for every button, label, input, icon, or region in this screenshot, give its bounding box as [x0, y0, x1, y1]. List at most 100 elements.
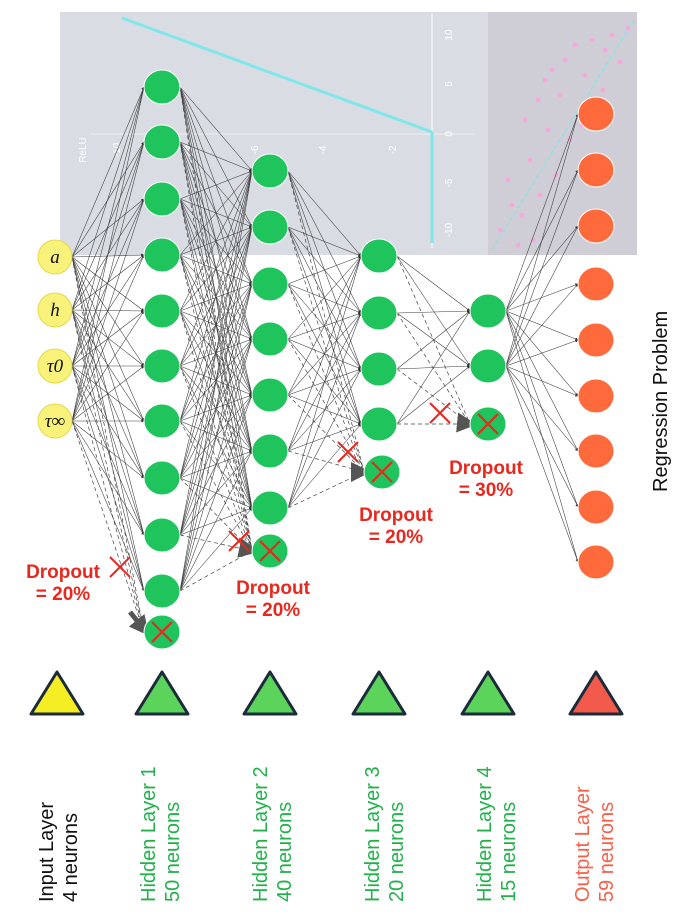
dropout-x-mark: [109, 556, 131, 578]
connection-edge: [287, 255, 362, 452]
regression-fit-line: [491, 19, 635, 251]
layer-label-hidden-2: Hidden Layer 2 40 neurons: [249, 766, 297, 902]
input-neuron: [37, 348, 73, 384]
dropout-edge: [396, 255, 471, 425]
connection-edge: [505, 365, 579, 508]
scatter-point: [545, 127, 551, 133]
connection-edge: [287, 255, 362, 340]
regression-problem-label: Regression Problem: [650, 310, 672, 492]
dropout-label-3-title: Dropout: [359, 505, 433, 526]
dropout-label-2: Dropout = 20%: [218, 578, 328, 622]
dropout-edge: [71, 365, 145, 633]
layer-label-hidden-1-name: Hidden Layer 1: [138, 766, 160, 902]
connection-edge: [179, 170, 253, 256]
dropout-edge: [71, 309, 145, 633]
scatter-point: [535, 97, 541, 103]
input-neuron-label: τ∞: [45, 411, 65, 432]
plot-x-tick: -2: [388, 145, 399, 154]
connection-edge: [287, 255, 362, 396]
scatter-point: [505, 177, 511, 183]
layer-label-hidden-4-name: Hidden Layer 4: [474, 766, 496, 902]
scatter-point: [553, 172, 559, 178]
plot-y-tick: 5: [444, 81, 455, 87]
connection-edge: [287, 423, 362, 452]
dropped-neuron-x: [151, 621, 173, 643]
connection-edge: [179, 86, 253, 285]
connection-edge: [505, 113, 579, 367]
plot-axis-name: ReLU: [78, 137, 89, 163]
dropout-label-4-title: Dropout: [449, 458, 523, 479]
connection-edge: [505, 283, 579, 312]
scatter-point: [537, 192, 543, 198]
connection-edge: [396, 309, 471, 314]
connection-edge: [179, 170, 253, 200]
output-neuron: [577, 266, 615, 302]
layer-label-hidden-3-name: Hidden Layer 3: [362, 766, 384, 902]
dropout-edge: [179, 254, 253, 552]
connection-edge: [179, 283, 253, 592]
dropout-label-2-rate: = 20%: [245, 600, 301, 621]
output-neuron: [577, 544, 615, 580]
connection-edge: [71, 256, 145, 422]
dropout-label-1-rate: = 20%: [35, 584, 91, 605]
dropout-label-4: Dropout = 30%: [431, 458, 541, 502]
connection-edge: [71, 365, 145, 536]
layer-label-hidden-3-count: 20 neurons: [386, 801, 408, 902]
dropout-x-mark: [337, 441, 359, 463]
layer-label-hidden-1: Hidden Layer 1 50 neurons: [137, 766, 185, 902]
relu-line-positive: [121, 16, 433, 134]
plot-panel-right: [488, 12, 637, 255]
layer-label-input-count: 4 neurons: [60, 813, 82, 902]
scatter-point: [562, 57, 568, 63]
hidden-1-neuron: [143, 237, 181, 273]
connection-edge: [179, 420, 253, 452]
connection-edge: [71, 86, 146, 422]
layer-markers: [29, 670, 624, 716]
hidden-3-neuron: [360, 406, 398, 442]
dropout-edge: [396, 368, 471, 425]
connection-edge: [179, 170, 253, 367]
dropped-neuron-x: [477, 413, 499, 435]
dropout-edge: [71, 420, 145, 633]
connection-edge: [287, 283, 362, 370]
layer-label-output-name: Output Layer: [572, 786, 594, 902]
connection-edge: [287, 394, 362, 425]
hidden-2-neuron: [251, 266, 289, 302]
layer-label-input-name: Input Layer: [36, 801, 58, 902]
connection-edge: [71, 309, 145, 479]
layer-triangle-marker: [242, 670, 298, 716]
scatter-point: [582, 72, 588, 78]
dropout-label-1-title: Dropout: [26, 562, 100, 583]
input-neuron-label: h: [50, 300, 60, 321]
connection-edge: [71, 198, 145, 422]
dropout-edge: [71, 256, 145, 633]
connection-edge: [71, 256, 146, 592]
output-neuron: [577, 433, 615, 469]
connection-edge: [71, 420, 145, 592]
scatter-point: [589, 37, 595, 43]
dropout-edge: [179, 141, 253, 552]
hidden-3-neuron: [360, 351, 398, 387]
connection-edge: [71, 256, 145, 312]
connection-edge: [396, 365, 471, 425]
layer-triangle-marker: [568, 670, 624, 716]
connection-edge: [71, 256, 145, 536]
connection-edge: [287, 283, 362, 314]
output-neuron: [577, 489, 615, 525]
connection-edge: [505, 365, 579, 452]
layer-label-output: Output Layer 59 neurons: [571, 786, 619, 902]
connection-edge: [179, 507, 253, 592]
connections: [71, 86, 579, 636]
hidden-1-neuron: [143, 573, 181, 609]
dropout-label-4-rate: = 30%: [458, 480, 514, 501]
connection-edge: [179, 450, 253, 592]
layer-label-output-count: 59 neurons: [596, 801, 618, 902]
dropout-edge: [287, 226, 365, 473]
dropped-neuron-x: [371, 461, 393, 483]
connection-edge: [287, 170, 362, 257]
hidden-2-neuron: [251, 433, 289, 469]
connection-edge: [287, 170, 362, 314]
dropout-x-mark: [429, 402, 451, 424]
scatter-point: [522, 117, 528, 123]
